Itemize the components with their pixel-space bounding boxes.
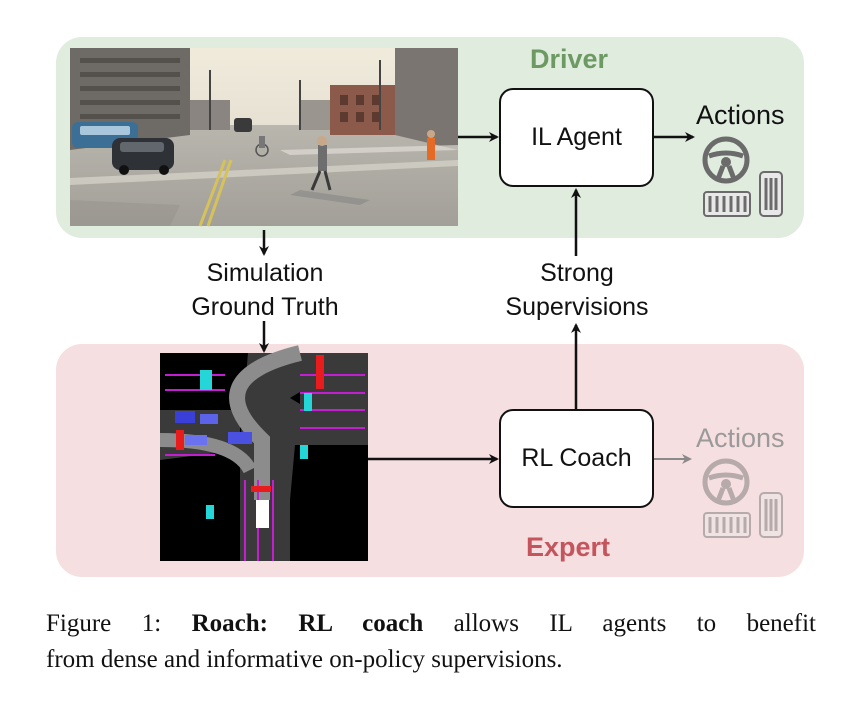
birdseye-view-image (159, 345, 368, 561)
supervision-line1: Strong (540, 259, 614, 287)
simulation-line2: Ground Truth (191, 293, 339, 321)
caption-bold: Roach: RL coach (191, 610, 424, 637)
supervision-line2: Supervisions (505, 293, 649, 321)
simulation-ground-truth-label: Simulation Ground Truth (162, 256, 368, 324)
driving-scene-image (70, 48, 458, 227)
steering-wheel-icon (702, 136, 750, 184)
rl-coach-box: RL Coach (499, 409, 654, 508)
figure-caption: Figure 1: Roach: RL coach allows IL agen… (46, 606, 816, 678)
caption-line2: from dense and informative on-policy sup… (46, 646, 563, 673)
expert-title: Expert (526, 532, 611, 562)
caption-line1-rest: allows IL agents to benefit (423, 610, 816, 637)
caption-prefix: Figure 1: (46, 610, 192, 637)
pedal-icon (703, 171, 783, 217)
il-agent-label: IL Agent (531, 123, 622, 151)
simulation-line1: Simulation (206, 259, 324, 287)
driver-actions-label: Actions (696, 100, 785, 130)
driver-title: Driver (530, 44, 609, 74)
expert-actions-label: Actions (696, 423, 785, 453)
steering-wheel-icon (702, 458, 750, 506)
strong-supervisions-label: Strong Supervisions (468, 256, 686, 324)
pedal-icon (703, 492, 783, 538)
il-agent-box: IL Agent (499, 88, 654, 187)
caption-line1: Figure 1: Roach: RL coach allows IL agen… (46, 606, 816, 642)
rl-coach-label: RL Coach (521, 444, 632, 472)
